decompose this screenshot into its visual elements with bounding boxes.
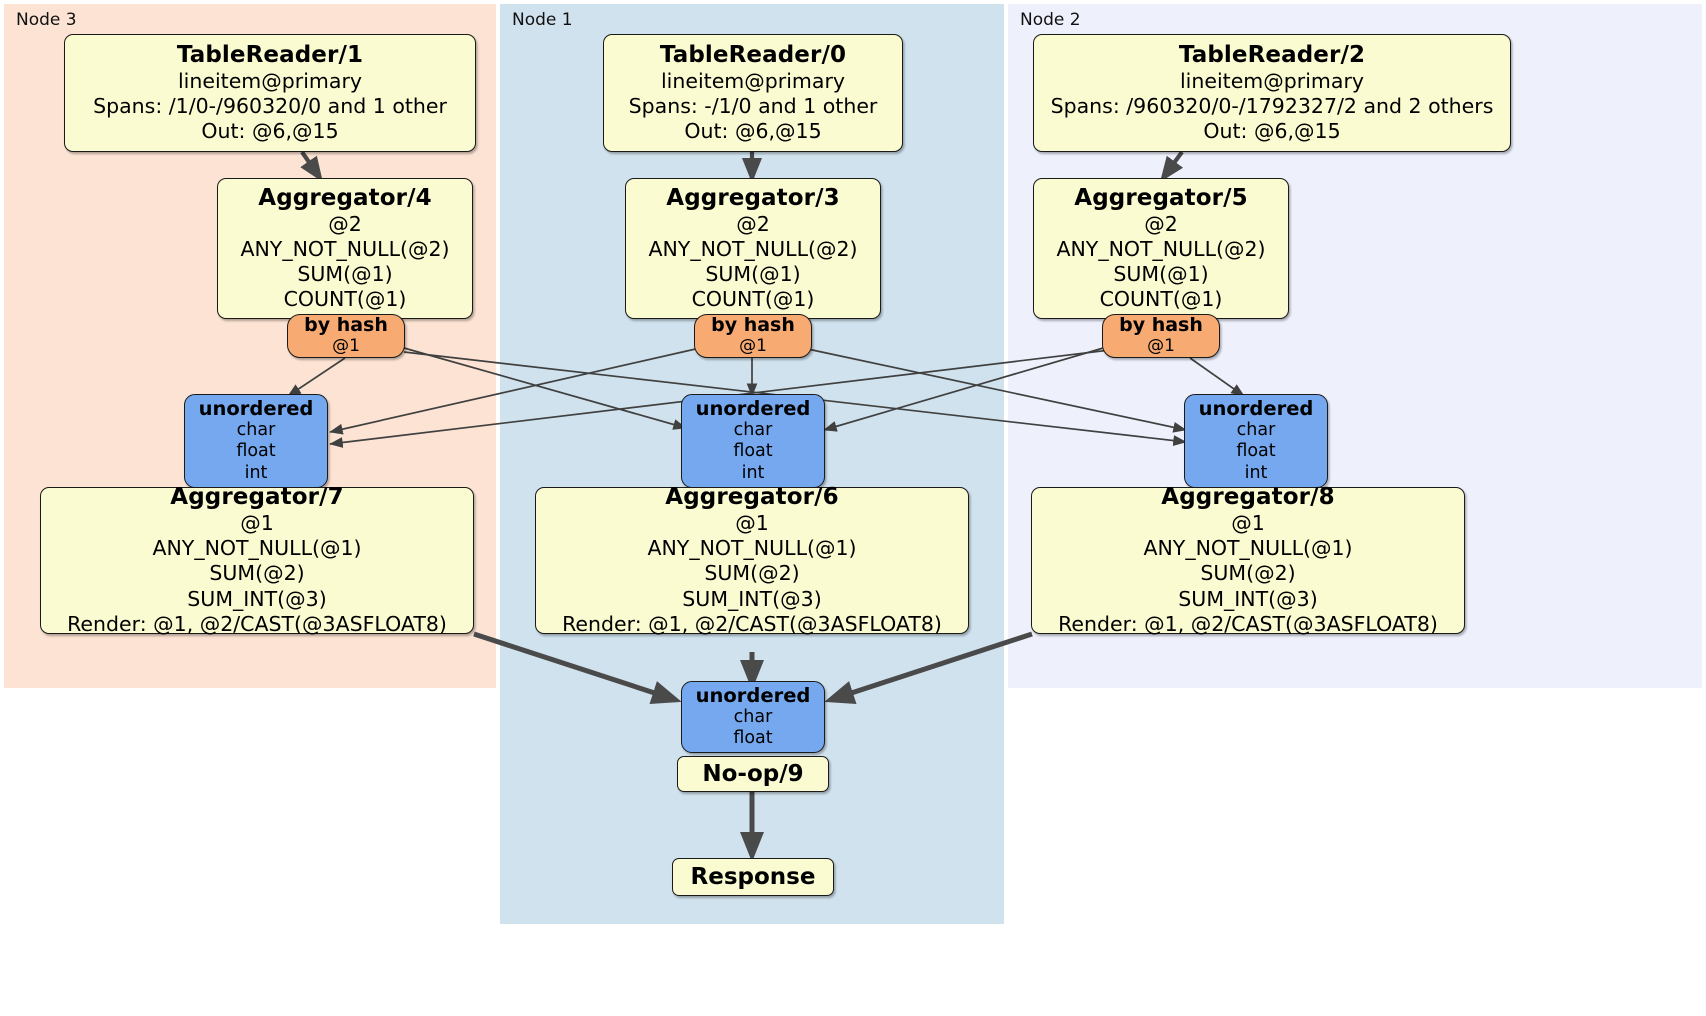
aggregator-5-group: @2 bbox=[1144, 211, 1178, 236]
aggregator-8-agg-0: ANY_NOT_NULL(@1) bbox=[1143, 536, 1353, 561]
unordered-sync-node1-type-2: int bbox=[741, 462, 765, 483]
aggregator-7-box[interactable]: Aggregator/7 @1 ANY_NOT_NULL(@1) SUM(@2)… bbox=[40, 484, 474, 636]
aggregator-4-title: Aggregator/4 bbox=[258, 184, 432, 211]
aggregator-7-agg-2: SUM_INT(@3) bbox=[187, 586, 327, 611]
aggregator-8-box[interactable]: Aggregator/8 @1 ANY_NOT_NULL(@1) SUM(@2)… bbox=[1031, 484, 1465, 636]
unordered-sync-node3-type-2: int bbox=[244, 462, 268, 483]
hash-router-node2[interactable]: by hash @1 bbox=[1102, 314, 1220, 358]
aggregator-4-box[interactable]: Aggregator/4 @2 ANY_NOT_NULL(@2) SUM(@1)… bbox=[217, 178, 473, 319]
aggregator-6-group: @1 bbox=[735, 510, 769, 535]
aggregator-5-agg-1: SUM(@1) bbox=[1113, 261, 1209, 286]
hash-router-node2-column: @1 bbox=[1147, 336, 1175, 357]
hash-router-node3-title: by hash bbox=[304, 314, 388, 337]
table-reader-0-title: TableReader/0 bbox=[659, 41, 847, 68]
unordered-sync-node3-title: unordered bbox=[198, 397, 314, 421]
response-box[interactable]: Response bbox=[672, 858, 834, 896]
unordered-sync-node2-type-0: char bbox=[1236, 419, 1276, 440]
unordered-sync-node3[interactable]: unordered char float int bbox=[184, 394, 328, 488]
aggregator-5-box[interactable]: Aggregator/5 @2 ANY_NOT_NULL(@2) SUM(@1)… bbox=[1033, 178, 1289, 319]
aggregator-6-agg-2: SUM_INT(@3) bbox=[682, 586, 822, 611]
table-reader-2-spans: Spans: /960320/0-/1792327/2 and 2 others bbox=[1050, 93, 1494, 118]
aggregator-3-agg-1: SUM(@1) bbox=[705, 261, 801, 286]
aggregator-8-group: @1 bbox=[1231, 510, 1265, 535]
aggregator-7-render: Render: @1, @2/CAST(@3ASFLOAT8) bbox=[67, 611, 447, 636]
aggregator-4-agg-0: ANY_NOT_NULL(@2) bbox=[240, 236, 450, 261]
node-panel-label-node2: Node 2 bbox=[1020, 10, 1081, 30]
aggregator-5-agg-0: ANY_NOT_NULL(@2) bbox=[1056, 236, 1266, 261]
unordered-sync-node1-type-1: float bbox=[733, 441, 773, 462]
table-reader-2-title: TableReader/2 bbox=[1178, 41, 1366, 68]
table-reader-2-out: Out: @6,@15 bbox=[1203, 119, 1341, 144]
aggregator-6-render: Render: @1, @2/CAST(@3ASFLOAT8) bbox=[562, 611, 942, 636]
aggregator-5-agg-2: COUNT(@1) bbox=[1099, 287, 1223, 312]
aggregator-7-group: @1 bbox=[240, 510, 274, 535]
aggregator-7-agg-0: ANY_NOT_NULL(@1) bbox=[152, 536, 362, 561]
table-reader-1-box[interactable]: TableReader/1 lineitem@primary Spans: /1… bbox=[64, 34, 476, 152]
aggregator-8-title: Aggregator/8 bbox=[1161, 484, 1335, 511]
unordered-sync-final-title: unordered bbox=[695, 683, 811, 707]
aggregator-4-group: @2 bbox=[328, 211, 362, 236]
unordered-sync-node2-title: unordered bbox=[1198, 397, 1314, 421]
aggregator-6-agg-0: ANY_NOT_NULL(@1) bbox=[647, 536, 857, 561]
aggregator-3-group: @2 bbox=[736, 211, 770, 236]
aggregator-3-title: Aggregator/3 bbox=[666, 184, 840, 211]
table-reader-0-box[interactable]: TableReader/0 lineitem@primary Spans: -/… bbox=[603, 34, 903, 152]
unordered-sync-node2-type-1: float bbox=[1236, 441, 1276, 462]
unordered-sync-final-type-0: char bbox=[733, 706, 773, 727]
unordered-sync-node2-type-2: int bbox=[1244, 462, 1268, 483]
hash-router-node2-title: by hash bbox=[1119, 314, 1203, 337]
node-panel-label-node1: Node 1 bbox=[512, 10, 573, 30]
table-reader-0-table: lineitem@primary bbox=[660, 68, 846, 93]
table-reader-0-out: Out: @6,@15 bbox=[684, 119, 822, 144]
hash-router-node3[interactable]: by hash @1 bbox=[287, 314, 405, 358]
unordered-sync-node1[interactable]: unordered char float int bbox=[681, 394, 825, 488]
aggregator-8-render: Render: @1, @2/CAST(@3ASFLOAT8) bbox=[1058, 611, 1438, 636]
aggregator-4-agg-1: SUM(@1) bbox=[297, 261, 393, 286]
table-reader-1-out: Out: @6,@15 bbox=[201, 119, 339, 144]
aggregator-3-agg-0: ANY_NOT_NULL(@2) bbox=[648, 236, 858, 261]
unordered-sync-node3-type-0: char bbox=[236, 419, 276, 440]
unordered-sync-node3-type-1: float bbox=[236, 441, 276, 462]
node-panel-label-node3: Node 3 bbox=[16, 10, 77, 30]
aggregator-4-agg-2: COUNT(@1) bbox=[283, 287, 407, 312]
aggregator-5-title: Aggregator/5 bbox=[1074, 184, 1248, 211]
unordered-sync-final-type-1: float bbox=[733, 727, 773, 748]
table-reader-1-title: TableReader/1 bbox=[176, 41, 364, 68]
unordered-sync-node1-title: unordered bbox=[695, 397, 811, 421]
aggregator-6-title: Aggregator/6 bbox=[665, 484, 839, 511]
aggregator-3-agg-2: COUNT(@1) bbox=[691, 287, 815, 312]
hash-router-node1-column: @1 bbox=[739, 336, 767, 357]
unordered-sync-node1-type-0: char bbox=[733, 419, 773, 440]
hash-router-node3-column: @1 bbox=[332, 336, 360, 357]
hash-router-node1-title: by hash bbox=[711, 314, 795, 337]
aggregator-6-box[interactable]: Aggregator/6 @1 ANY_NOT_NULL(@1) SUM(@2)… bbox=[535, 484, 969, 636]
aggregator-8-agg-2: SUM_INT(@3) bbox=[1178, 586, 1318, 611]
table-reader-2-table: lineitem@primary bbox=[1179, 68, 1365, 93]
no-op-9-box[interactable]: No-op/9 bbox=[677, 756, 829, 792]
aggregator-6-agg-1: SUM(@2) bbox=[704, 561, 800, 586]
unordered-sync-node2[interactable]: unordered char float int bbox=[1184, 394, 1328, 488]
unordered-sync-final[interactable]: unordered char float bbox=[681, 681, 825, 753]
table-reader-2-box[interactable]: TableReader/2 lineitem@primary Spans: /9… bbox=[1033, 34, 1511, 152]
aggregator-3-box[interactable]: Aggregator/3 @2 ANY_NOT_NULL(@2) SUM(@1)… bbox=[625, 178, 881, 319]
table-reader-1-spans: Spans: /1/0-/960320/0 and 1 other bbox=[93, 93, 447, 118]
hash-router-node1[interactable]: by hash @1 bbox=[694, 314, 812, 358]
table-reader-0-spans: Spans: -/1/0 and 1 other bbox=[628, 93, 878, 118]
aggregator-7-title: Aggregator/7 bbox=[170, 484, 344, 511]
aggregator-8-agg-1: SUM(@2) bbox=[1200, 561, 1296, 586]
table-reader-1-table: lineitem@primary bbox=[177, 68, 363, 93]
aggregator-7-agg-1: SUM(@2) bbox=[209, 561, 305, 586]
